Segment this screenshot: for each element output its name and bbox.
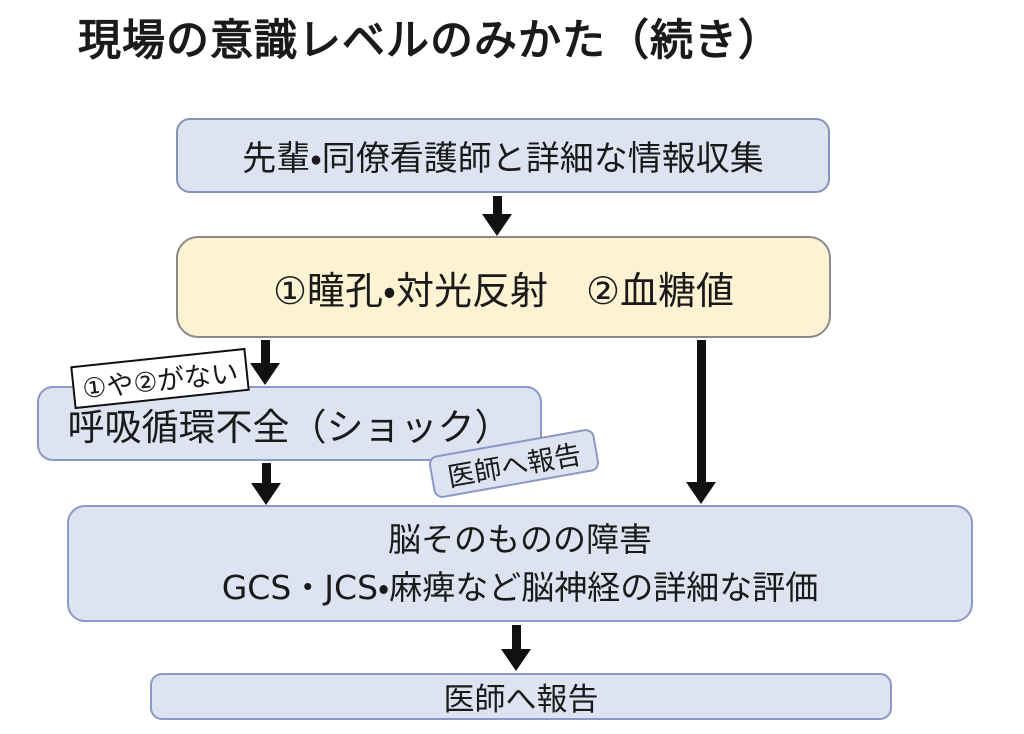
- arrow-down-brain-to-report: [501, 625, 531, 671]
- arrow-head-icon: [250, 363, 280, 385]
- arrow-stem: [261, 463, 271, 484]
- arrow-down-info-to-check: [482, 196, 512, 236]
- node-shock-label: 呼吸循環不全（ショック）: [67, 405, 512, 449]
- arrow-stem: [260, 340, 270, 364]
- arrow-head-icon: [482, 214, 512, 236]
- arrow-down-shock-to-brain: [251, 463, 281, 505]
- arrow-down-check-to-brain: [686, 340, 716, 504]
- node-info-gathering: 先輩・同僚看護師と詳細な情報収集: [176, 118, 830, 193]
- node-pupil-glucose-check: ①瞳孔・対光反射 ②血糖値: [176, 236, 831, 338]
- node-brain-disorder: 脳そのものの障害 GCS・JCS・麻痺など脳神経の詳細な評価: [67, 505, 973, 622]
- node-brain-disorder-line2: GCS・JCS・麻痺など脳神経の詳細な評価: [221, 567, 819, 607]
- node-pupil-glucose-check-label: ①瞳孔・対光反射 ②血糖値: [272, 268, 735, 313]
- arrow-head-icon: [501, 649, 531, 671]
- arrow-head-icon: [251, 483, 281, 505]
- node-shock: 呼吸循環不全（ショック）: [37, 386, 542, 461]
- node-report-to-doctor-label: 医師へ報告: [443, 682, 599, 718]
- arrow-down-check-to-shock: [250, 340, 280, 385]
- node-brain-disorder-line1: 脳そのものの障害: [388, 519, 652, 559]
- arrow-stem: [511, 625, 521, 650]
- arrow-head-icon: [686, 482, 716, 504]
- arrow-stem: [492, 196, 502, 215]
- page-title: 現場の意識レベルのみかた（続き）: [78, 16, 782, 66]
- arrow-stem: [696, 340, 706, 483]
- node-info-gathering-label: 先輩・同僚看護師と詳細な情報収集: [242, 139, 764, 179]
- node-report-to-doctor: 医師へ報告: [150, 673, 892, 720]
